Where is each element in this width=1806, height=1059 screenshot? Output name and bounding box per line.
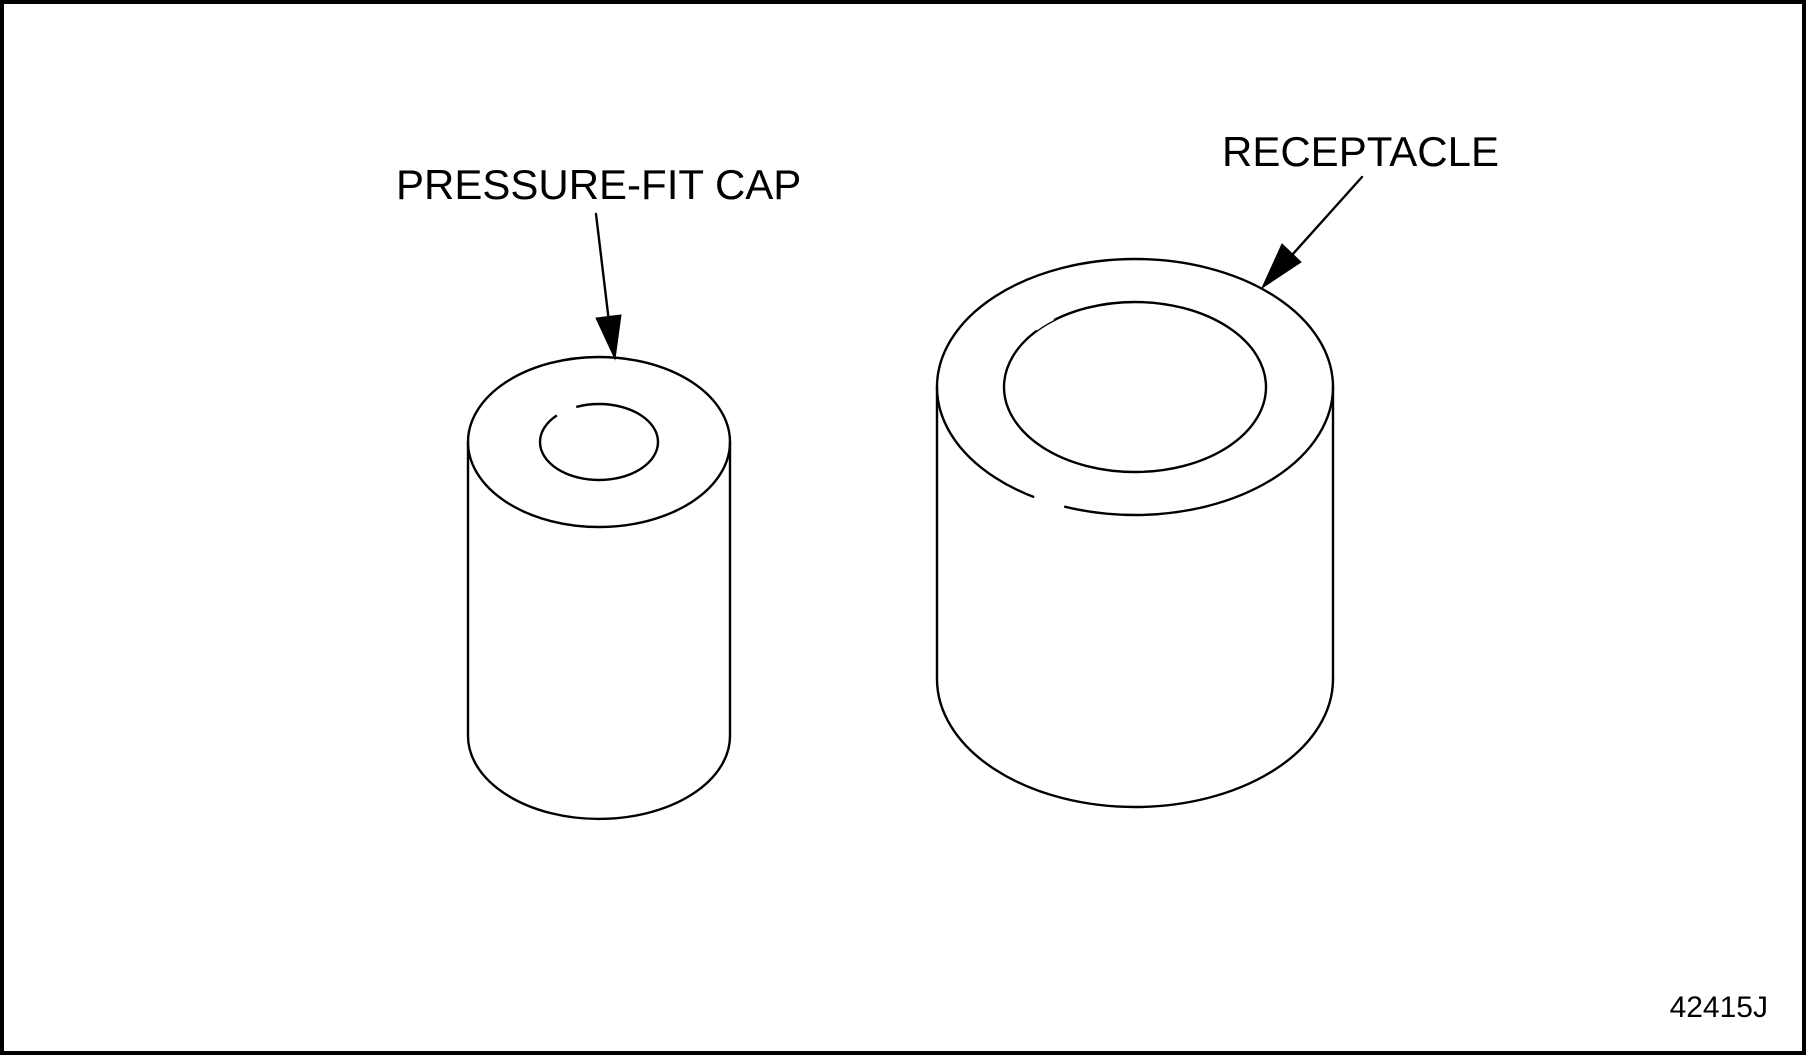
cap-top-rim (466, 355, 732, 529)
pressure-fit-cap-label: PRESSURE-FIT CAP (396, 161, 802, 208)
parts-drawing (466, 175, 1364, 821)
cap-inner-bore (538, 402, 660, 482)
receptacle-label: RECEPTACLE (1222, 128, 1499, 175)
receptacle-drawing (935, 257, 1335, 809)
receptacle-leader-arrow (1260, 175, 1364, 290)
cap-bottom-edge (466, 734, 732, 821)
receptacle-bottom-edge (935, 677, 1335, 809)
receptacle-top-rim (935, 257, 1335, 517)
cap-leader-arrow (594, 212, 622, 361)
figure-number: 42415J (1669, 991, 1768, 1024)
receptacle-inner-bore (1002, 300, 1268, 474)
pressure-fit-cap-drawing (466, 355, 732, 821)
